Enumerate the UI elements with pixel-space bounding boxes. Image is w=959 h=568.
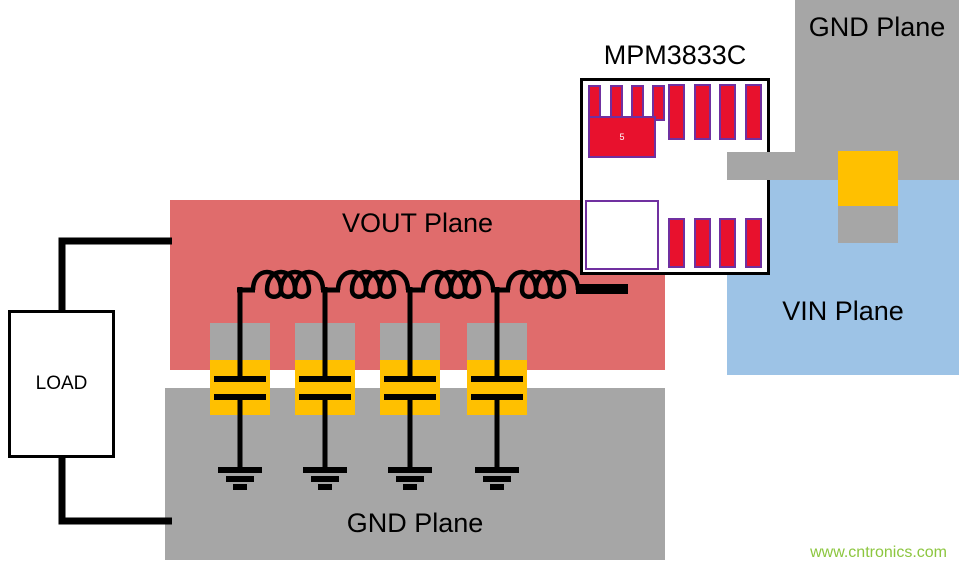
capacitor-terminal	[467, 323, 527, 360]
capacitor-terminal	[210, 323, 270, 360]
chip-pad-large: 5	[588, 116, 656, 158]
capacitor-body	[295, 360, 355, 415]
output-capacitor-2	[295, 323, 355, 452]
chip-pad	[719, 84, 736, 140]
capacitor-terminal	[467, 415, 527, 452]
chip-pad	[694, 84, 711, 140]
load-wire-top	[58, 237, 172, 312]
capacitor-terminal	[210, 415, 270, 452]
capacitor-terminal	[295, 415, 355, 452]
output-capacitor-3	[380, 323, 440, 452]
gnd-plane-top-label: GND Plane	[808, 12, 946, 42]
chip-pad	[694, 218, 711, 268]
chip-pad	[745, 218, 762, 268]
capacitor-terminal	[295, 323, 355, 360]
gnd-tab	[727, 152, 797, 180]
capacitor-terminal	[380, 415, 440, 452]
capacitor-terminal	[838, 206, 898, 243]
load-label: LOAD	[35, 373, 88, 394]
capacitor-terminal	[380, 323, 440, 360]
capacitor-body	[467, 360, 527, 415]
gnd-plane-bottom-label: GND Plane	[346, 508, 484, 538]
vout-plane-label: VOUT Plane	[341, 208, 494, 238]
chip-pad	[745, 84, 762, 140]
chip-pad-outline	[585, 200, 659, 270]
chip-pad	[668, 218, 685, 268]
load-box: LOAD	[8, 310, 115, 458]
vin-plane-label: VIN Plane	[782, 296, 904, 326]
chip-pad	[652, 85, 665, 121]
capacitor-terminal	[838, 114, 898, 151]
chip-pad-number: 5	[619, 132, 625, 142]
watermark: www.cntronics.com	[810, 544, 947, 561]
chip-label: MPM3833C	[603, 40, 747, 70]
capacitor-body	[380, 360, 440, 415]
capacitor-body	[838, 151, 898, 206]
capacitor-body	[210, 360, 270, 415]
input-capacitor	[838, 114, 898, 243]
chip-pad	[719, 218, 736, 268]
output-capacitor-4	[467, 323, 527, 452]
load-wire-bottom	[58, 456, 172, 525]
chip-pad	[668, 84, 685, 140]
output-capacitor-1	[210, 323, 270, 452]
